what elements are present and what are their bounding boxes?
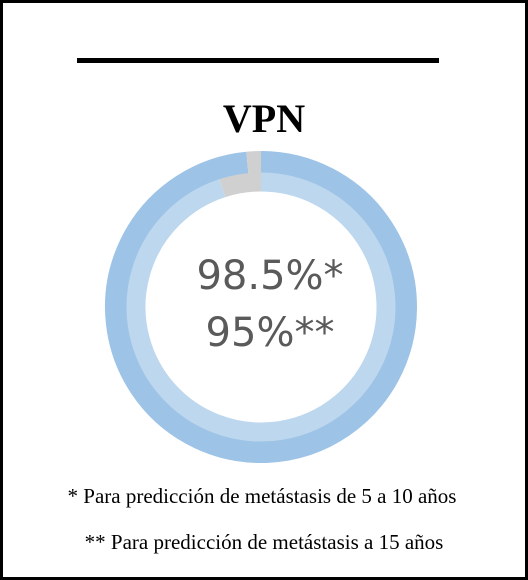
- footnote-15-years: ** Para predicción de metástasis a 15 añ…: [84, 530, 444, 554]
- top-rule: [77, 58, 439, 63]
- ring-2-value-arc: [126, 172, 396, 442]
- donut-rings: [105, 151, 417, 463]
- chart-title: VPN: [222, 96, 306, 141]
- ring-2-remainder-arc: [219, 172, 262, 198]
- ring-1-remainder-arc: [246, 151, 262, 174]
- footnote-5-10-years: * Para predicción de metástasis de 5 a 1…: [67, 484, 457, 508]
- center-label-inner: 95%**: [206, 310, 335, 356]
- center-label-outer: 98.5%*: [196, 253, 343, 299]
- ring-1-value-arc: [105, 151, 417, 463]
